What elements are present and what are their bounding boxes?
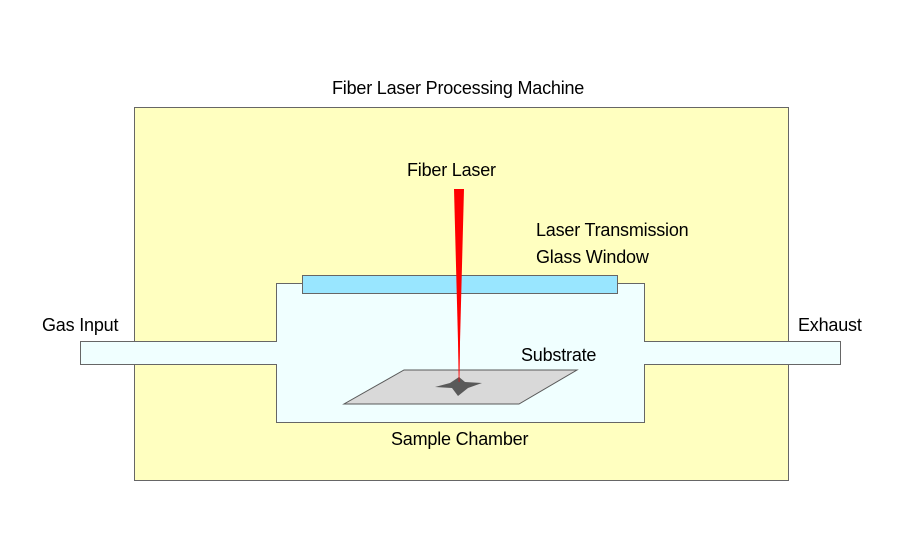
exhaust-label: Exhaust	[798, 315, 862, 335]
laser-beam	[454, 189, 464, 380]
sample-chamber-label: Sample Chamber	[391, 429, 529, 449]
substrate-label: Substrate	[521, 345, 597, 365]
gas-input-label: Gas Input	[42, 315, 119, 335]
window-label-line1: Laser Transmission	[536, 220, 689, 240]
gas-input-pipe	[80, 341, 281, 365]
machine-title: Fiber Laser Processing Machine	[332, 78, 585, 98]
star-mark	[435, 377, 482, 396]
exhaust-pipe	[640, 341, 841, 365]
window-label-line2: Glass Window	[536, 247, 649, 267]
fiber-laser-label: Fiber Laser	[407, 160, 496, 180]
